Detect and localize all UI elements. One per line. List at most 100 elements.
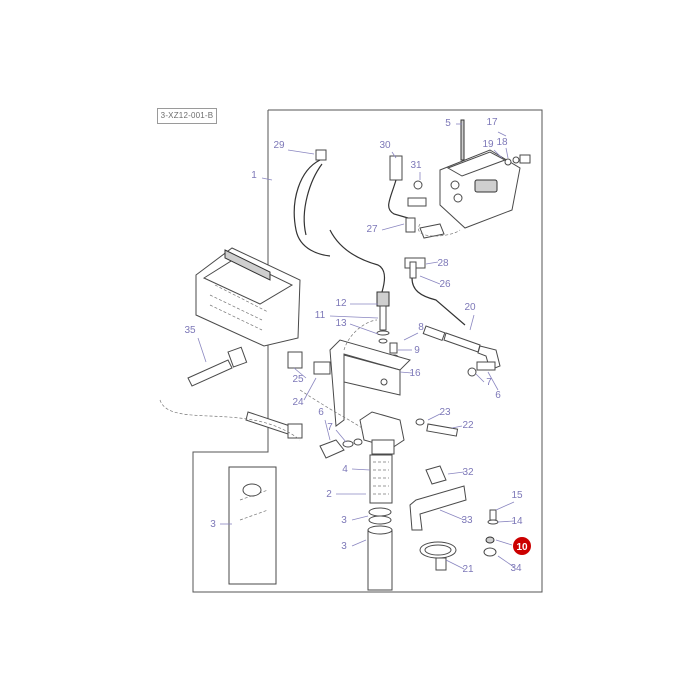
callout-label: 28 [437,258,449,269]
callout-leader-line [451,425,463,429]
callout-leader-line [349,323,379,335]
callout-leader-line [381,223,405,231]
callout-label: 2 [326,489,332,500]
callout-label: 7 [486,377,492,388]
callout-c12[interactable]: 12 [335,298,378,309]
callout-c35[interactable]: 35 [184,325,207,363]
callout-label: 7 [327,422,333,433]
callout-label: 27 [366,224,378,235]
callout-c24[interactable]: 24 [292,377,317,408]
callout-c9[interactable]: 9 [398,345,420,356]
callout-leader-line [287,149,315,155]
callout-c17[interactable]: 17 [486,117,507,137]
callout-c5[interactable]: 5 [445,118,462,129]
callout-c8[interactable]: 8 [403,322,424,341]
callout-c6a[interactable]: 6 [318,407,331,441]
callout-c28[interactable]: 28 [425,258,449,269]
callout-c20[interactable]: 20 [464,302,476,331]
callout-label: 11 [315,310,326,321]
callout-leader-line [493,149,503,159]
nut-34 [483,547,497,557]
callout-leader-line [497,131,507,137]
fuel-hose-right [422,325,501,377]
pump-bracket [419,223,445,239]
fitting-17 [504,154,531,166]
callout-c23[interactable]: 23 [427,407,451,421]
callout-leader-line [505,147,509,159]
callout-leader-line [439,509,465,521]
ecu-controller [195,247,301,347]
callout-c3a[interactable]: 3 [210,519,232,530]
callout-c7b[interactable]: 7 [475,373,492,388]
callout-leader-line [425,261,439,265]
callout-leader-line [293,367,307,379]
callout-c19[interactable]: 19 [482,139,503,159]
callout-label: 3 [210,519,216,530]
callout-leader-line [497,520,515,523]
callout-leader-line [329,315,379,319]
block-32 [425,465,447,485]
callout-label: 31 [410,160,422,171]
callout-leader-line [497,555,515,568]
callout-c32[interactable]: 32 [447,467,474,478]
callout-label: 15 [511,490,523,501]
callout-label: 33 [461,515,473,526]
callout-leader-line [475,373,485,383]
callout-label: 30 [379,140,391,151]
highlight-badge[interactable] [513,537,531,555]
callout-c22[interactable]: 22 [451,420,474,431]
callout-c29[interactable]: 29 [273,140,315,155]
callout-label: 22 [462,420,474,431]
fuel-filter-assembly [359,411,405,591]
callout-c27[interactable]: 27 [366,223,405,235]
hollow-bolt [415,418,459,437]
callout-c30[interactable]: 30 [379,140,397,159]
callout-c2[interactable]: 2 [326,489,366,500]
highlighted-callout-10[interactable]: 10 [495,537,531,555]
wiring-harness [293,149,386,293]
callout-c21[interactable]: 21 [445,559,474,575]
callout-c6b[interactable]: 6 [487,371,501,401]
callout-label: 32 [462,467,474,478]
callout-label: 6 [495,390,501,401]
callout-label: 8 [418,322,424,333]
callout-c13[interactable]: 13 [335,318,379,335]
callout-c16[interactable]: 16 [399,368,421,379]
callout-label: 26 [439,279,451,290]
callout-leader-line [261,177,273,181]
callout-label: 23 [439,407,451,418]
callout-leader-line [469,314,475,331]
strip-33 [409,485,467,531]
callout-label: 24 [292,397,304,408]
fitting-25 [287,351,303,369]
callout-c7a[interactable]: 7 [327,422,347,443]
callout-leader-line [351,515,369,521]
callout-c18[interactable]: 18 [496,137,509,159]
callout-leader-line [427,413,441,421]
callout-c33[interactable]: 33 [439,509,473,526]
callout-leader-line [419,275,441,285]
washer-14 [487,519,499,525]
callout-leader-line [445,559,465,570]
callout-c3c[interactable]: 3 [341,539,367,552]
callout-c3b[interactable]: 3 [341,515,369,526]
banjo-fitting-left [319,438,363,459]
callout-c15[interactable]: 15 [495,490,523,511]
callout-c11[interactable]: 11 [315,310,379,321]
callout-c4[interactable]: 4 [342,464,371,475]
callout-leader-line [351,468,371,471]
callout-c14[interactable]: 14 [497,516,523,527]
bolt-9 [389,342,398,354]
callout-c31[interactable]: 31 [410,160,422,180]
callout-c34[interactable]: 34 [497,555,522,574]
highlight-label: 10 [516,542,528,553]
callout-leader-line [324,419,331,441]
callout-c25[interactable]: 25 [292,367,307,385]
callout-label: 14 [511,516,523,527]
callout-c26[interactable]: 26 [419,275,451,290]
callout-label: 21 [462,564,474,575]
callout-label: 35 [184,325,196,336]
callout-c1[interactable]: 1 [251,170,273,181]
callout-label: 34 [510,563,522,574]
